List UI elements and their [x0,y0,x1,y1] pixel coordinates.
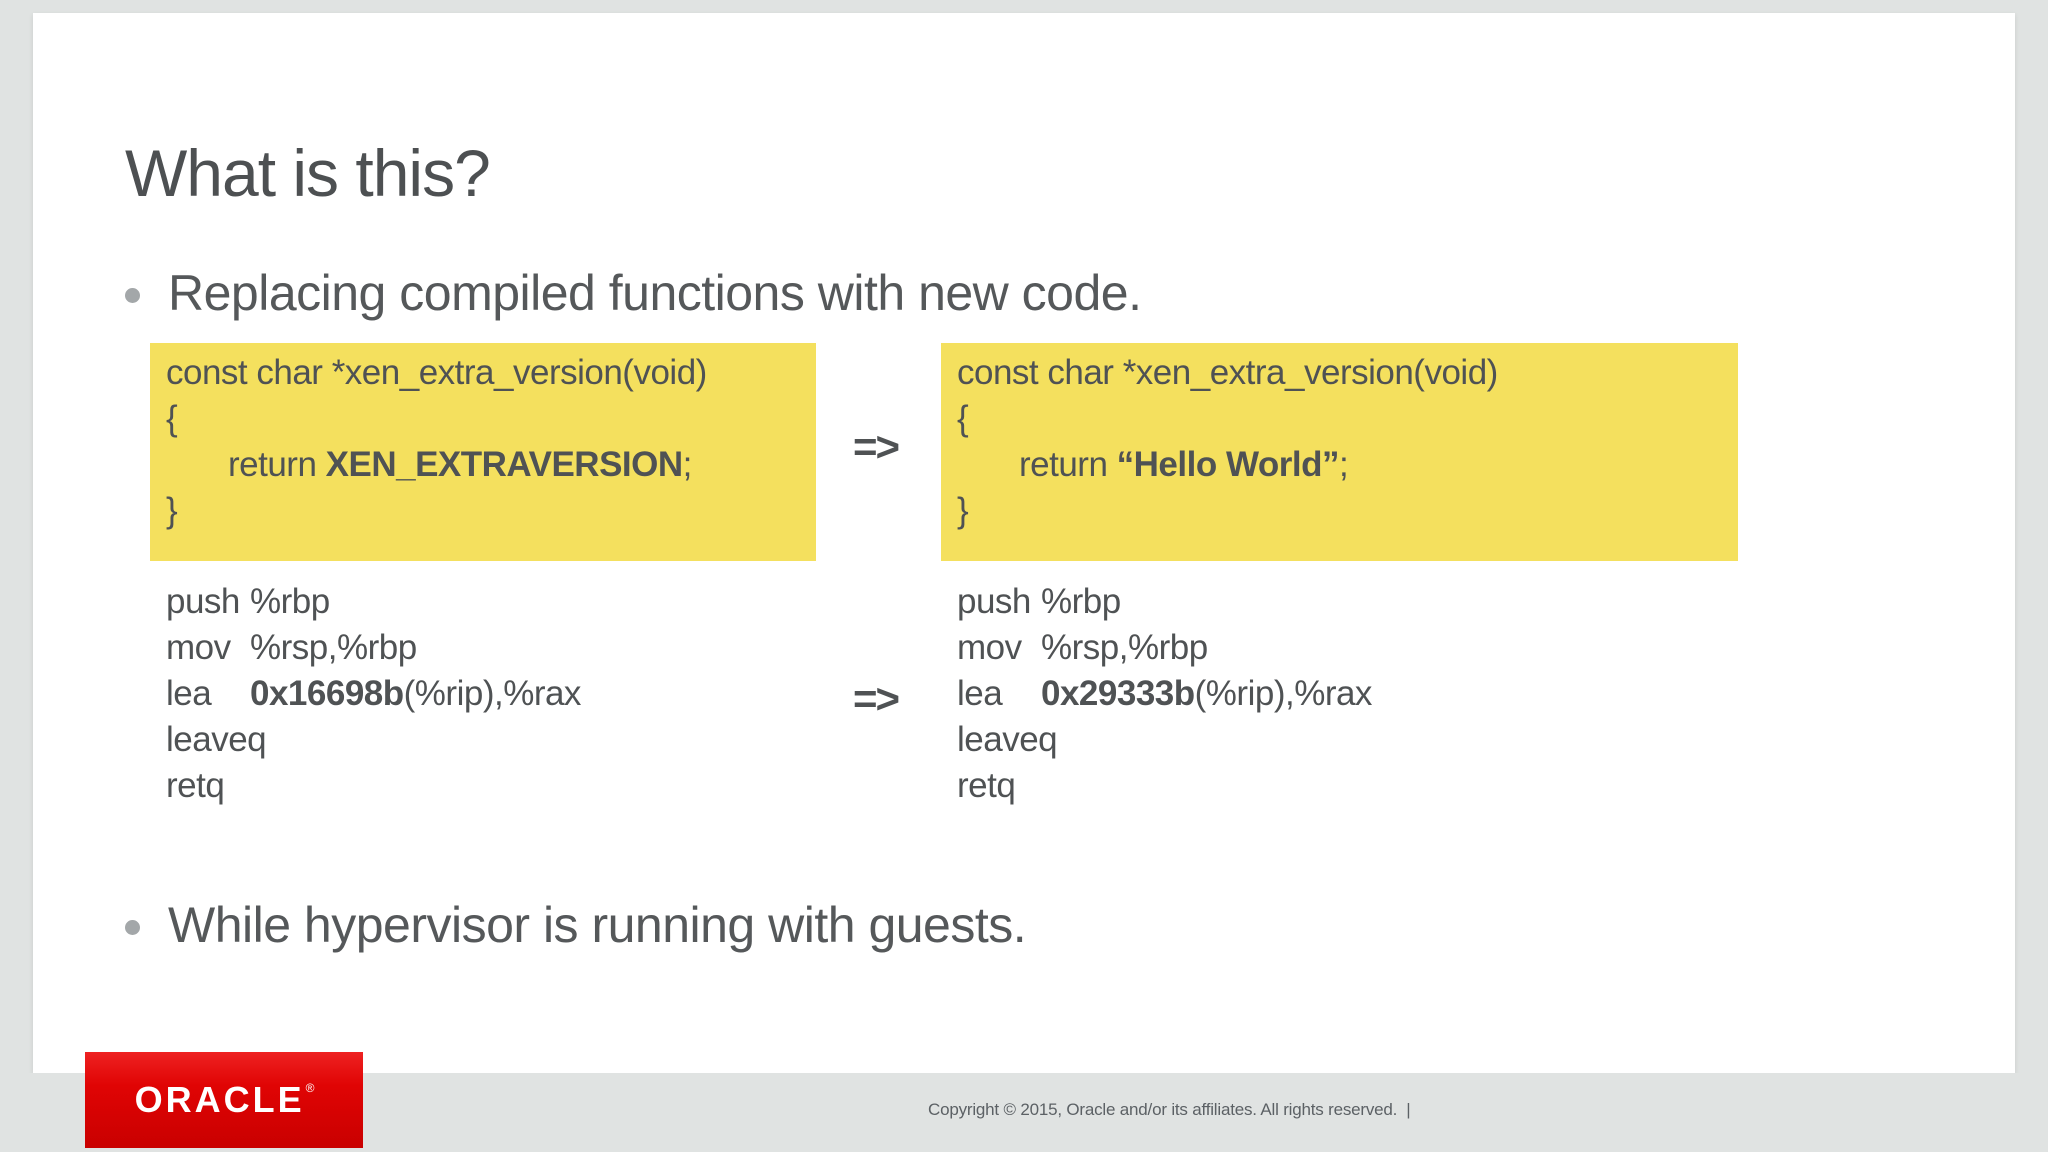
asm-address: 0x29333b [1041,674,1195,713]
code-return-line: return XEN_EXTRAVERSION; [228,442,816,488]
registered-trademark-icon: ® [305,1081,315,1095]
slide-background: What is this? Replacing compiled functio… [33,13,2015,1073]
asm-operand: %rsp,%rbp [250,628,417,667]
code-close-brace: } [166,491,178,530]
bullet-hypervisor-running: While hypervisor is running with guests. [125,897,1027,955]
asm-address: 0x16698b [250,674,404,713]
return-keyword: return [1019,445,1117,484]
bullet-dot-icon [125,920,140,935]
statement-end: ; [682,445,693,484]
asm-mnemonic: retq [957,766,1016,805]
asm-operand: 0x29333b(%rip),%rax [1041,674,1372,713]
code-return-line: return “Hello World”; [1019,442,1738,488]
code-open-brace: { [957,399,969,438]
disassembly-patched: push %rbp mov %rsp,%rbp lea 0x29333b(%rip),… [957,579,1372,809]
asm-mnemonic: leaveq [166,720,267,759]
code-close-brace: } [957,491,969,530]
copyright-text: Copyright © 2015, Oracle and/or its affi… [928,1100,1411,1119]
code-signature: const char *xen_extra_version(void) [957,353,1498,392]
asm-mnemonic: mov [957,628,1022,667]
asm-line: push %rbp [957,579,1372,625]
code-box-original: const char *xen_extra_version(void) { re… [150,343,816,561]
asm-operand: %rsp,%rbp [1041,628,1208,667]
asm-line: mov %rsp,%rbp [166,625,581,671]
slide-title: What is this? [125,136,491,210]
transform-arrow-source: => [853,423,900,470]
oracle-logo: ORACLE® [85,1052,363,1148]
code-open-brace: { [166,399,178,438]
asm-line: leaveq [166,717,581,763]
asm-operand-rest: (%rip),%rax [1194,674,1373,713]
asm-operand: 0x16698b(%rip),%rax [250,674,581,713]
asm-mnemonic: leaveq [957,720,1058,759]
asm-line: lea 0x16698b(%rip),%rax [166,671,581,717]
asm-operand-rest: (%rip),%rax [403,674,582,713]
asm-line: push %rbp [166,579,581,625]
transform-arrow-assembly: => [853,675,900,722]
return-value: “Hello World” [1116,445,1340,484]
disassembly-original: push %rbp mov %rsp,%rbp lea 0x16698b(%rip),… [166,579,581,809]
oracle-wordmark: ORACLE [134,1079,305,1120]
asm-line: retq [166,763,581,809]
asm-line: lea 0x29333b(%rip),%rax [957,671,1372,717]
asm-mnemonic: push [957,582,1031,621]
asm-line: leaveq [957,717,1372,763]
asm-mnemonic: push [166,582,240,621]
asm-operand: %rbp [1041,582,1121,621]
return-keyword: return [228,445,326,484]
statement-end: ; [1338,445,1349,484]
code-signature: const char *xen_extra_version(void) [166,353,707,392]
asm-mnemonic: lea [957,674,1003,713]
asm-line: retq [957,763,1372,809]
return-value: XEN_EXTRAVERSION [325,445,684,484]
asm-operand: %rbp [250,582,330,621]
code-box-patched: const char *xen_extra_version(void) { re… [941,343,1738,561]
bullet-dot-icon [125,288,140,303]
asm-mnemonic: retq [166,766,225,805]
bullet-replacing-functions: Replacing compiled functions with new co… [125,265,1142,323]
bullet-text: Replacing compiled functions with new co… [168,265,1142,321]
asm-mnemonic: mov [166,628,231,667]
asm-mnemonic: lea [166,674,212,713]
asm-line: mov %rsp,%rbp [957,625,1372,671]
bullet-text: While hypervisor is running with guests. [168,897,1027,953]
